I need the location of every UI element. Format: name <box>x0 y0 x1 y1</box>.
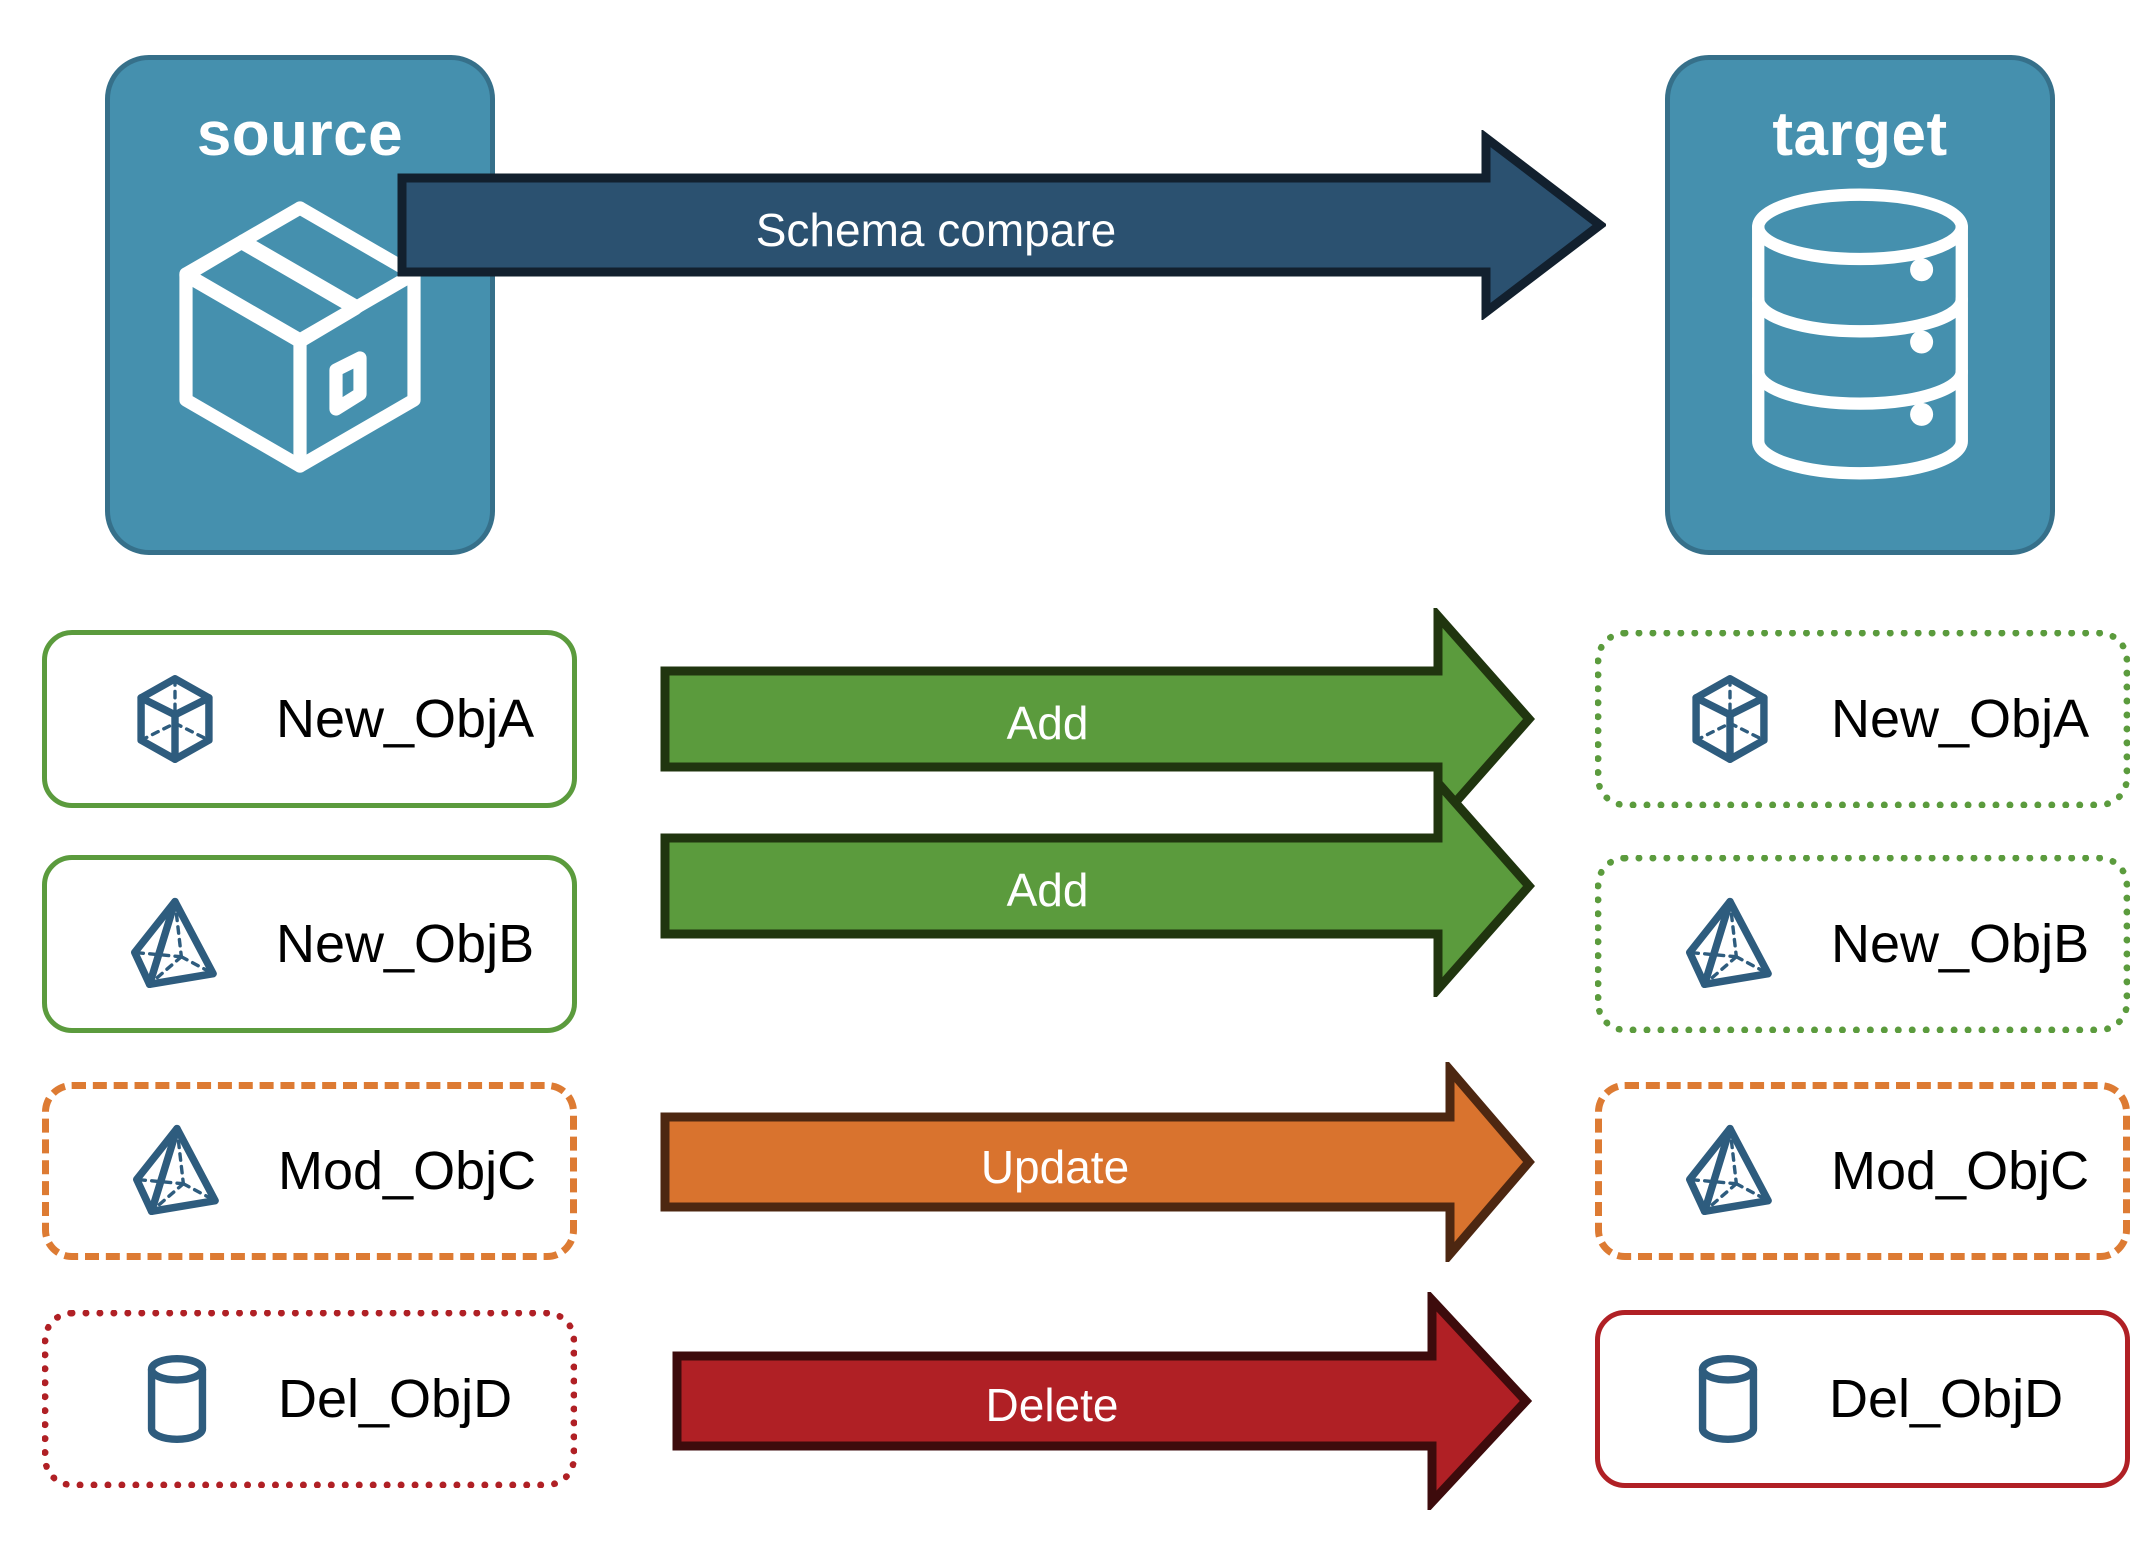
source-object-label: Del_ObjD <box>278 1369 513 1429</box>
source-endpoint-card: source <box>105 55 495 555</box>
package-box-icon <box>110 184 490 484</box>
cube-wireframe-icon <box>122 666 228 772</box>
pyramid-wireframe-icon <box>1677 891 1783 997</box>
target-object-card[interactable]: New_ObjA <box>1595 630 2130 808</box>
delete-arrow <box>672 1288 1533 1514</box>
delete-arrow-label: Delete <box>985 1379 1119 1431</box>
source-object-label: New_ObjB <box>276 914 535 974</box>
schema-compare-arrow-label: Schema compare <box>755 204 1117 256</box>
source-object-card[interactable]: Mod_ObjC <box>42 1082 577 1260</box>
add-arrow <box>660 604 1536 834</box>
target-object-card[interactable]: New_ObjB <box>1595 855 2130 1033</box>
pyramid-wireframe-icon <box>124 1118 230 1224</box>
target-endpoint-card: target <box>1665 55 2055 555</box>
target-object-label: New_ObjB <box>1831 914 2090 974</box>
add-arrow-label: Add <box>1006 697 1089 749</box>
target-title: target <box>1772 100 1948 169</box>
source-object-card[interactable]: New_ObjB <box>42 855 577 1033</box>
update-arrow-label: Update <box>980 1141 1130 1193</box>
source-object-card[interactable]: New_ObjA <box>42 630 577 808</box>
add-arrow <box>660 771 1536 1001</box>
target-object-card[interactable]: Del_ObjD <box>1595 1310 2130 1488</box>
database-cylinder-icon <box>1670 184 2050 484</box>
source-title: source <box>196 100 404 169</box>
target-object-label: Mod_ObjC <box>1831 1141 2090 1201</box>
source-object-label: Mod_ObjC <box>278 1141 537 1201</box>
pyramid-wireframe-icon <box>1677 1118 1783 1224</box>
add-arrow-label: Add <box>1006 864 1089 916</box>
target-object-label: Del_ObjD <box>1829 1369 2064 1429</box>
pyramid-wireframe-icon <box>122 891 228 997</box>
source-object-card[interactable]: Del_ObjD <box>42 1310 577 1488</box>
cube-wireframe-icon <box>1677 666 1783 772</box>
source-object-label: New_ObjA <box>276 689 535 749</box>
cylinder-wireframe-icon <box>1675 1346 1781 1452</box>
schema-compare-arrow <box>396 128 1608 322</box>
cylinder-wireframe-icon <box>124 1346 230 1452</box>
target-object-label: New_ObjA <box>1831 689 2090 749</box>
update-arrow <box>660 1057 1535 1267</box>
target-object-card[interactable]: Mod_ObjC <box>1595 1082 2130 1260</box>
